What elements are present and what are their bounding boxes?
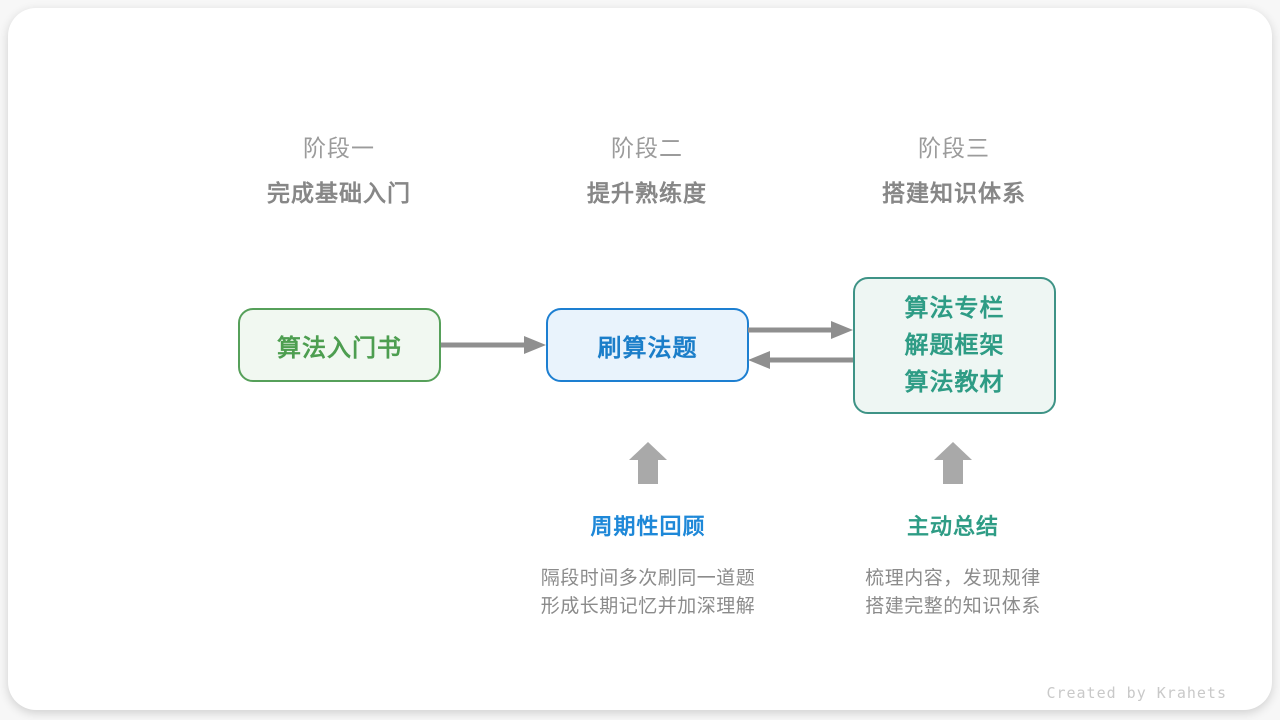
annotation-summary-desc-line-2: 搭建完整的知识体系 [865, 594, 1041, 617]
annotation-summary: 主动总结 梳理内容，发现规律 搭建完整的知识体系 [783, 515, 1123, 620]
node-knowledge-line-3: 算法教材 [904, 368, 1005, 396]
stage-2-header: 阶段二 提升熟练度 [517, 136, 777, 207]
stage-3-header: 阶段三 搭建知识体系 [824, 136, 1084, 207]
credit-text: Created by Krahets [1046, 684, 1227, 702]
annotation-review-desc: 隔段时间多次刷同一道题 形成长期记忆并加深理解 [478, 565, 818, 620]
stage-3-subtitle: 搭建知识体系 [882, 181, 1026, 207]
stage-1-subtitle: 完成基础入门 [267, 181, 411, 207]
arrow-up-icon [934, 442, 972, 484]
node-knowledge-line-2: 解题框架 [904, 331, 1005, 359]
annotation-review-desc-line-2: 形成长期记忆并加深理解 [540, 594, 756, 617]
node-practice-label: 刷算法题 [597, 333, 698, 362]
stage-2-label: 阶段二 [611, 136, 683, 162]
arrow-right-icon [441, 336, 546, 354]
node-intro-book: 算法入门书 [238, 308, 441, 382]
node-knowledge-line-1: 算法专栏 [904, 294, 1005, 322]
arrow-up-icon [629, 442, 667, 484]
annotation-summary-desc: 梳理内容，发现规律 搭建完整的知识体系 [783, 565, 1123, 620]
node-practice: 刷算法题 [546, 308, 749, 382]
arrow-left-icon [748, 351, 853, 369]
stage-1-header: 阶段一 完成基础入门 [209, 136, 469, 207]
annotation-summary-title: 主动总结 [906, 515, 999, 540]
node-intro-book-label: 算法入门书 [277, 333, 402, 362]
annotation-summary-desc-line-1: 梳理内容，发现规律 [865, 567, 1041, 589]
node-knowledge: 算法专栏 解题框架 算法教材 [853, 277, 1056, 414]
diagram-card: 阶段一 完成基础入门 阶段二 提升熟练度 阶段三 搭建知识体系 算法入门书 刷算… [8, 8, 1272, 710]
annotation-review: 周期性回顾 隔段时间多次刷同一道题 形成长期记忆并加深理解 [478, 515, 818, 620]
stage-1-label: 阶段一 [303, 136, 375, 162]
annotation-review-title: 周期性回顾 [590, 515, 706, 540]
stage-3-label: 阶段三 [918, 136, 990, 162]
annotation-review-desc-line-1: 隔段时间多次刷同一道题 [540, 567, 756, 589]
arrow-right-icon [748, 321, 853, 339]
stage-2-subtitle: 提升熟练度 [587, 181, 707, 207]
